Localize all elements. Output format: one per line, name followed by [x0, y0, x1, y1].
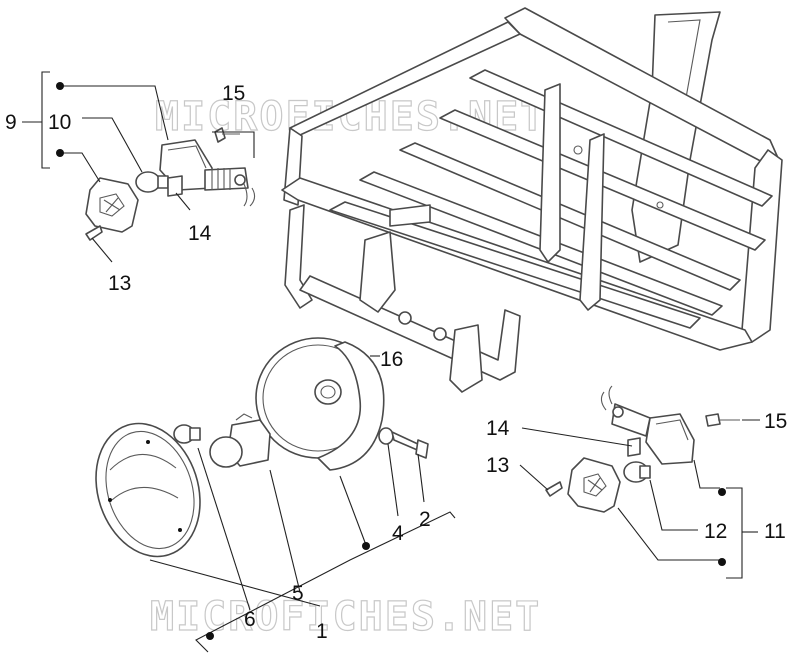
callout-labels: 9 10 15 14 13 16 14 13 15 11 12 2 4 5 6 … [5, 82, 787, 643]
callout-9: 9 [5, 111, 17, 134]
right-turn-signal-assembly [545, 385, 740, 513]
callout-2: 2 [419, 508, 431, 531]
dot-9b [56, 149, 64, 157]
dot-11a [718, 488, 726, 496]
callout-6: 6 [244, 608, 256, 631]
callout-10: 10 [48, 111, 71, 134]
left-turn-signal-assembly [85, 127, 256, 241]
callout-4: 4 [392, 522, 404, 545]
callout-16: 16 [380, 348, 403, 371]
callout-11: 11 [764, 520, 786, 543]
callout-12: 12 [704, 520, 727, 543]
dot-1b [206, 632, 214, 640]
callout-1: 1 [316, 620, 328, 643]
callout-14-left: 14 [188, 222, 212, 245]
callout-dots [56, 82, 726, 640]
callout-15-right: 15 [764, 410, 787, 433]
callout-15-left: 15 [222, 82, 245, 105]
leader-lines [22, 71, 760, 653]
dot-1a [362, 542, 370, 550]
front-rack [281, 7, 783, 393]
callout-13-left: 13 [108, 272, 131, 295]
headlight-assembly [95, 337, 429, 558]
callout-14-right: 14 [486, 417, 510, 440]
callout-13-right: 13 [486, 454, 509, 477]
watermark-bottom: MICROFICHES.NET [150, 594, 541, 640]
dot-11b [718, 558, 726, 566]
callout-5: 5 [292, 582, 304, 605]
dot-9a [56, 82, 64, 90]
